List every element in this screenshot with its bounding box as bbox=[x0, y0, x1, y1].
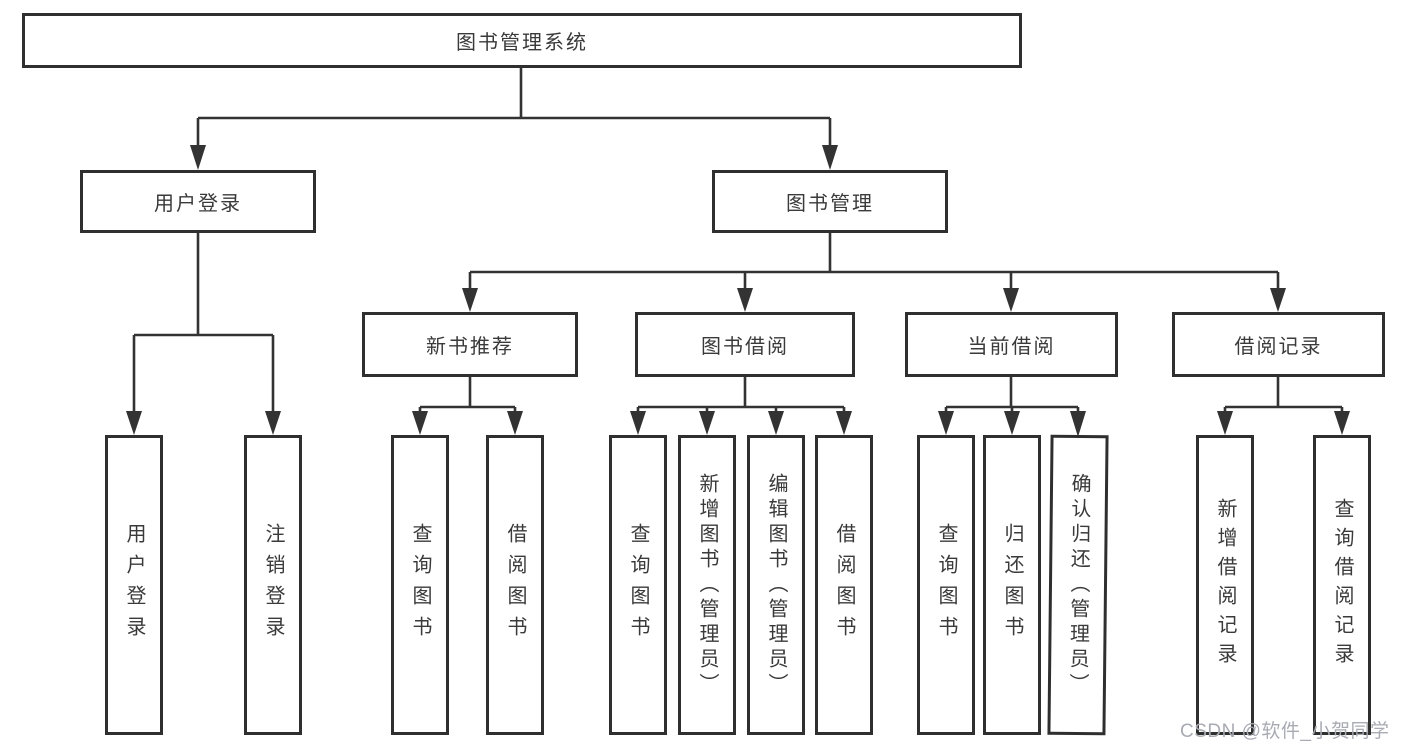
node-book-management-system: 图书管理系统 bbox=[22, 13, 1022, 68]
node-label: 新增借阅记录 bbox=[1214, 498, 1236, 672]
node-label: 借阅记录 bbox=[1234, 336, 1323, 358]
leaf-edit-books-admin: 编辑图书（管理员） bbox=[747, 435, 805, 735]
node-book-borrowing: 图书借阅 bbox=[635, 312, 855, 377]
node-label: 查询图书 bbox=[409, 523, 431, 647]
leaf-add-books-admin: 新增图书（管理员） bbox=[678, 435, 736, 735]
node-borrowing-records: 借阅记录 bbox=[1172, 312, 1385, 377]
node-label: 查询图书 bbox=[627, 523, 649, 647]
node-label: 查询借阅记录 bbox=[1331, 498, 1353, 672]
leaf-confirm-return-admin: 确认归还（管理员） bbox=[1047, 434, 1109, 736]
node-label: 编辑图书（管理员） bbox=[765, 472, 787, 698]
node-label: 借阅图书 bbox=[833, 523, 855, 647]
node-label: 用户登录 bbox=[123, 523, 145, 647]
node-user-login: 用户登录 bbox=[80, 170, 316, 233]
leaf-user-login: 用户登录 bbox=[105, 435, 163, 735]
node-label: 用户登录 bbox=[154, 193, 242, 215]
leaf-add-borrow-record: 新增借阅记录 bbox=[1196, 435, 1254, 735]
node-label: 新增图书（管理员） bbox=[696, 472, 718, 698]
leaf-query-books-current: 查询图书 bbox=[917, 435, 975, 735]
node-book-management: 图书管理 bbox=[712, 170, 948, 233]
node-label: 当前借阅 bbox=[967, 336, 1056, 358]
leaf-borrow-books-recommend: 借阅图书 bbox=[486, 435, 544, 735]
node-label: 借阅图书 bbox=[504, 523, 526, 647]
node-label: 查询图书 bbox=[935, 523, 957, 647]
leaf-query-books-borrow: 查询图书 bbox=[609, 435, 667, 735]
node-label: 图书管理系统 bbox=[456, 32, 588, 54]
node-label: 归还图书 bbox=[1001, 523, 1023, 647]
node-label: 注销登录 bbox=[262, 523, 284, 647]
node-new-book-recommendation: 新书推荐 bbox=[362, 312, 578, 377]
leaf-query-borrow-record: 查询借阅记录 bbox=[1313, 435, 1371, 735]
node-current-borrowing: 当前借阅 bbox=[905, 312, 1118, 377]
leaf-query-books-recommend: 查询图书 bbox=[391, 435, 449, 735]
node-label: 新书推荐 bbox=[426, 336, 514, 358]
leaf-logout: 注销登录 bbox=[244, 435, 302, 735]
node-label: 图书管理 bbox=[786, 193, 874, 215]
leaf-return-books: 归还图书 bbox=[983, 435, 1041, 735]
node-label: 确认归还（管理员） bbox=[1065, 472, 1091, 698]
leaf-borrow-books: 借阅图书 bbox=[815, 435, 873, 735]
csdn-watermark: CSDN @软件_小贺同学 bbox=[1180, 721, 1390, 742]
node-label: 图书借阅 bbox=[701, 336, 789, 358]
